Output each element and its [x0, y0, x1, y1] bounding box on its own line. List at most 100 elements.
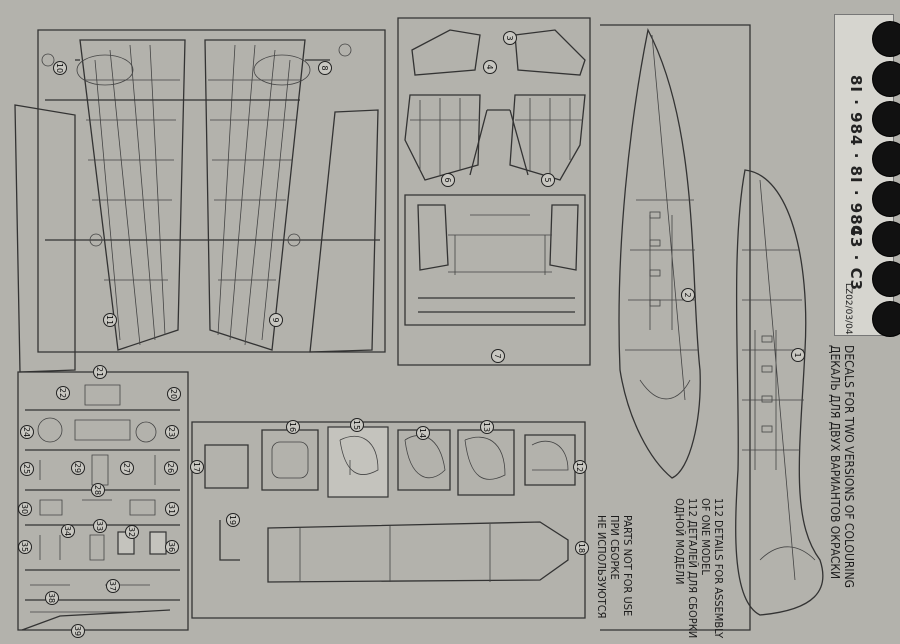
svg-text:14: 14: [418, 428, 427, 438]
svg-text:15: 15: [352, 420, 361, 430]
fuselage-floor: [267, 521, 569, 583]
svg-text:18: 18: [577, 543, 586, 553]
part-number-26: 26: [164, 461, 178, 475]
svg-text:32: 32: [127, 527, 136, 537]
part-number-9: 9: [269, 313, 283, 327]
svg-text:30: 30: [20, 504, 29, 514]
decal-codes-2: C3 · C3: [847, 225, 865, 292]
svg-text:20: 20: [169, 389, 178, 399]
part-number-32: 32: [125, 525, 139, 539]
decal-roundel-8: [872, 301, 900, 337]
svg-text:38: 38: [47, 593, 56, 603]
part-number-1: 1: [791, 348, 805, 362]
canopy-sprue: [397, 17, 591, 366]
decal-roundel-4: [872, 141, 900, 177]
right-wing-main: [204, 39, 306, 351]
part-number-36: 36: [165, 540, 179, 554]
decal-roundel-2: [872, 61, 900, 97]
right-wing-outer: [309, 109, 379, 353]
part-number-2: 2: [681, 288, 695, 302]
svg-text:1: 1: [793, 352, 802, 357]
svg-text:11: 11: [105, 315, 114, 325]
svg-text:10: 10: [55, 63, 64, 73]
parts-not-used-ru-1: ПРИ СБОРКЕ: [608, 515, 621, 580]
part-number-19: 19: [226, 513, 240, 527]
decal-roundel-6: [872, 221, 900, 257]
part-number-31: 31: [165, 502, 179, 516]
svg-text:4: 4: [485, 64, 494, 69]
svg-text:22: 22: [58, 388, 67, 398]
part-number-14: 14: [416, 426, 430, 440]
details-note-en-1: 112 DETAILS FOR ASSEMBLY: [712, 498, 725, 639]
svg-text:31: 31: [167, 504, 176, 514]
svg-text:25: 25: [22, 464, 31, 474]
svg-text:37: 37: [108, 581, 117, 591]
svg-text:33: 33: [95, 521, 104, 531]
left-wing-main: [79, 39, 186, 351]
part-number-3: 3: [503, 31, 517, 45]
part-number-24: 24: [20, 425, 34, 439]
svg-text:2: 2: [683, 292, 692, 297]
part-number-11: 11: [103, 313, 117, 327]
decal-codes-1: 8I · 984 · 8I · 984: [847, 75, 865, 238]
interior-sprue: [191, 421, 586, 619]
details-note-ru-2: ОДНОЙ МОДЕЛИ: [673, 498, 686, 585]
decal-roundel-1: [872, 21, 900, 57]
svg-text:39: 39: [73, 626, 82, 636]
part-number-33: 33: [93, 519, 107, 533]
decal-ref: LZ02/03/04: [843, 283, 853, 335]
part-number-7: 7: [491, 349, 505, 363]
wing-sprue: [14, 29, 386, 373]
part-number-20: 20: [167, 387, 181, 401]
part-number-30: 30: [18, 502, 32, 516]
part-number-18: 18: [575, 541, 589, 555]
part-number-13: 13: [480, 420, 494, 434]
part-number-38: 38: [45, 591, 59, 605]
svg-text:5: 5: [543, 177, 552, 182]
part-number-27: 27: [120, 461, 134, 475]
svg-text:21: 21: [95, 367, 104, 377]
svg-text:16: 16: [288, 422, 297, 432]
part-number-35: 35: [18, 540, 32, 554]
details-note-en-2: OF ONE MODEL: [699, 498, 712, 575]
svg-text:28: 28: [93, 485, 102, 495]
svg-text:17: 17: [192, 462, 201, 472]
details-note-ru-1: 112 ДЕТАЛЕЙ ДЛЯ СБОРКИ: [686, 498, 699, 639]
part-number-39: 39: [71, 624, 85, 638]
part-number-16: 16: [286, 420, 300, 434]
part-number-12: 12: [573, 460, 587, 474]
part-number-5: 5: [541, 173, 555, 187]
svg-text:9: 9: [271, 317, 280, 322]
decal-strip: 8I · 984 · 8I · 984 C3 · C3 LZ02/03/04: [834, 14, 900, 337]
decals-note-en: DECALS FOR TWO VERSIONS OF COLOURING: [842, 345, 856, 589]
part-number-15: 15: [350, 418, 364, 432]
part-number-8: 8: [318, 61, 332, 75]
left-wing-outer: [14, 104, 76, 373]
part-number-29: 29: [71, 461, 85, 475]
parts-not-used-en: PARTS NOT FOR USE: [621, 515, 634, 617]
part-number-25: 25: [20, 462, 34, 476]
part-number-6: 6: [441, 173, 455, 187]
svg-text:13: 13: [482, 422, 491, 432]
svg-text:36: 36: [167, 542, 176, 552]
svg-text:23: 23: [167, 427, 176, 437]
part-number-17: 17: [190, 460, 204, 474]
svg-text:6: 6: [443, 177, 452, 182]
part-number-21: 21: [93, 365, 107, 379]
fuselage-half-1: [735, 169, 824, 616]
part-number-23: 23: [165, 425, 179, 439]
svg-text:27: 27: [122, 463, 131, 473]
svg-text:35: 35: [20, 542, 29, 552]
parts-not-used-ru-2: НЕ ИСПОЛЬЗУЮТСЯ: [595, 515, 608, 619]
svg-text:7: 7: [493, 353, 502, 358]
part-number-22: 22: [56, 386, 70, 400]
svg-text:3: 3: [505, 35, 514, 40]
part-number-34: 34: [61, 524, 75, 538]
decal-roundel-3: [872, 101, 900, 137]
svg-text:19: 19: [228, 515, 237, 525]
svg-text:34: 34: [63, 526, 72, 536]
part-number-4: 4: [483, 60, 497, 74]
svg-text:8: 8: [320, 65, 329, 70]
